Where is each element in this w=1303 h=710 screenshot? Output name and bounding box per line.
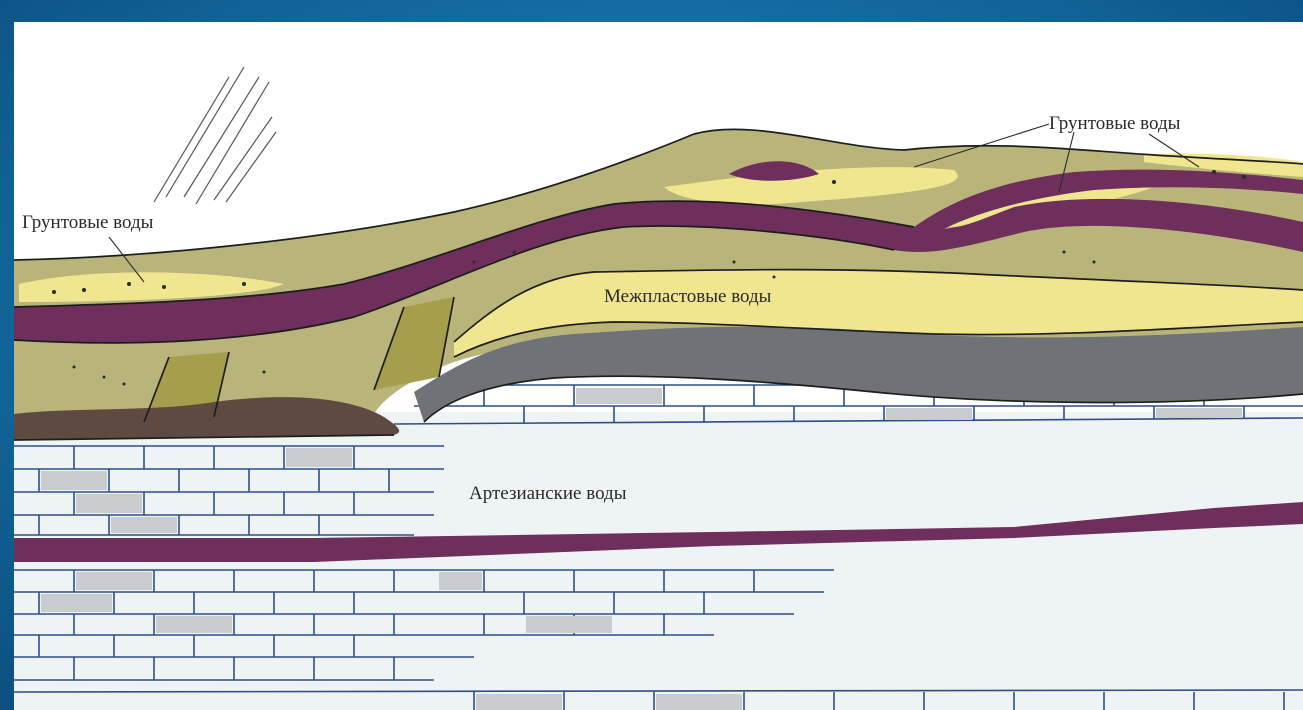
- artesian-water-label: Артезианские воды: [469, 483, 626, 505]
- slate-layer: [414, 327, 1303, 422]
- interstratal-water-label: Межпластовые воды: [604, 286, 771, 308]
- groundwater-label-left: Грунтовые воды: [22, 212, 153, 234]
- groundwater-label-right: Грунтовые воды: [1049, 113, 1180, 135]
- rain-icon: [154, 67, 276, 204]
- geology-cross-section: Грунтовые воды Грунтовые воды Межпластов…: [14, 22, 1303, 710]
